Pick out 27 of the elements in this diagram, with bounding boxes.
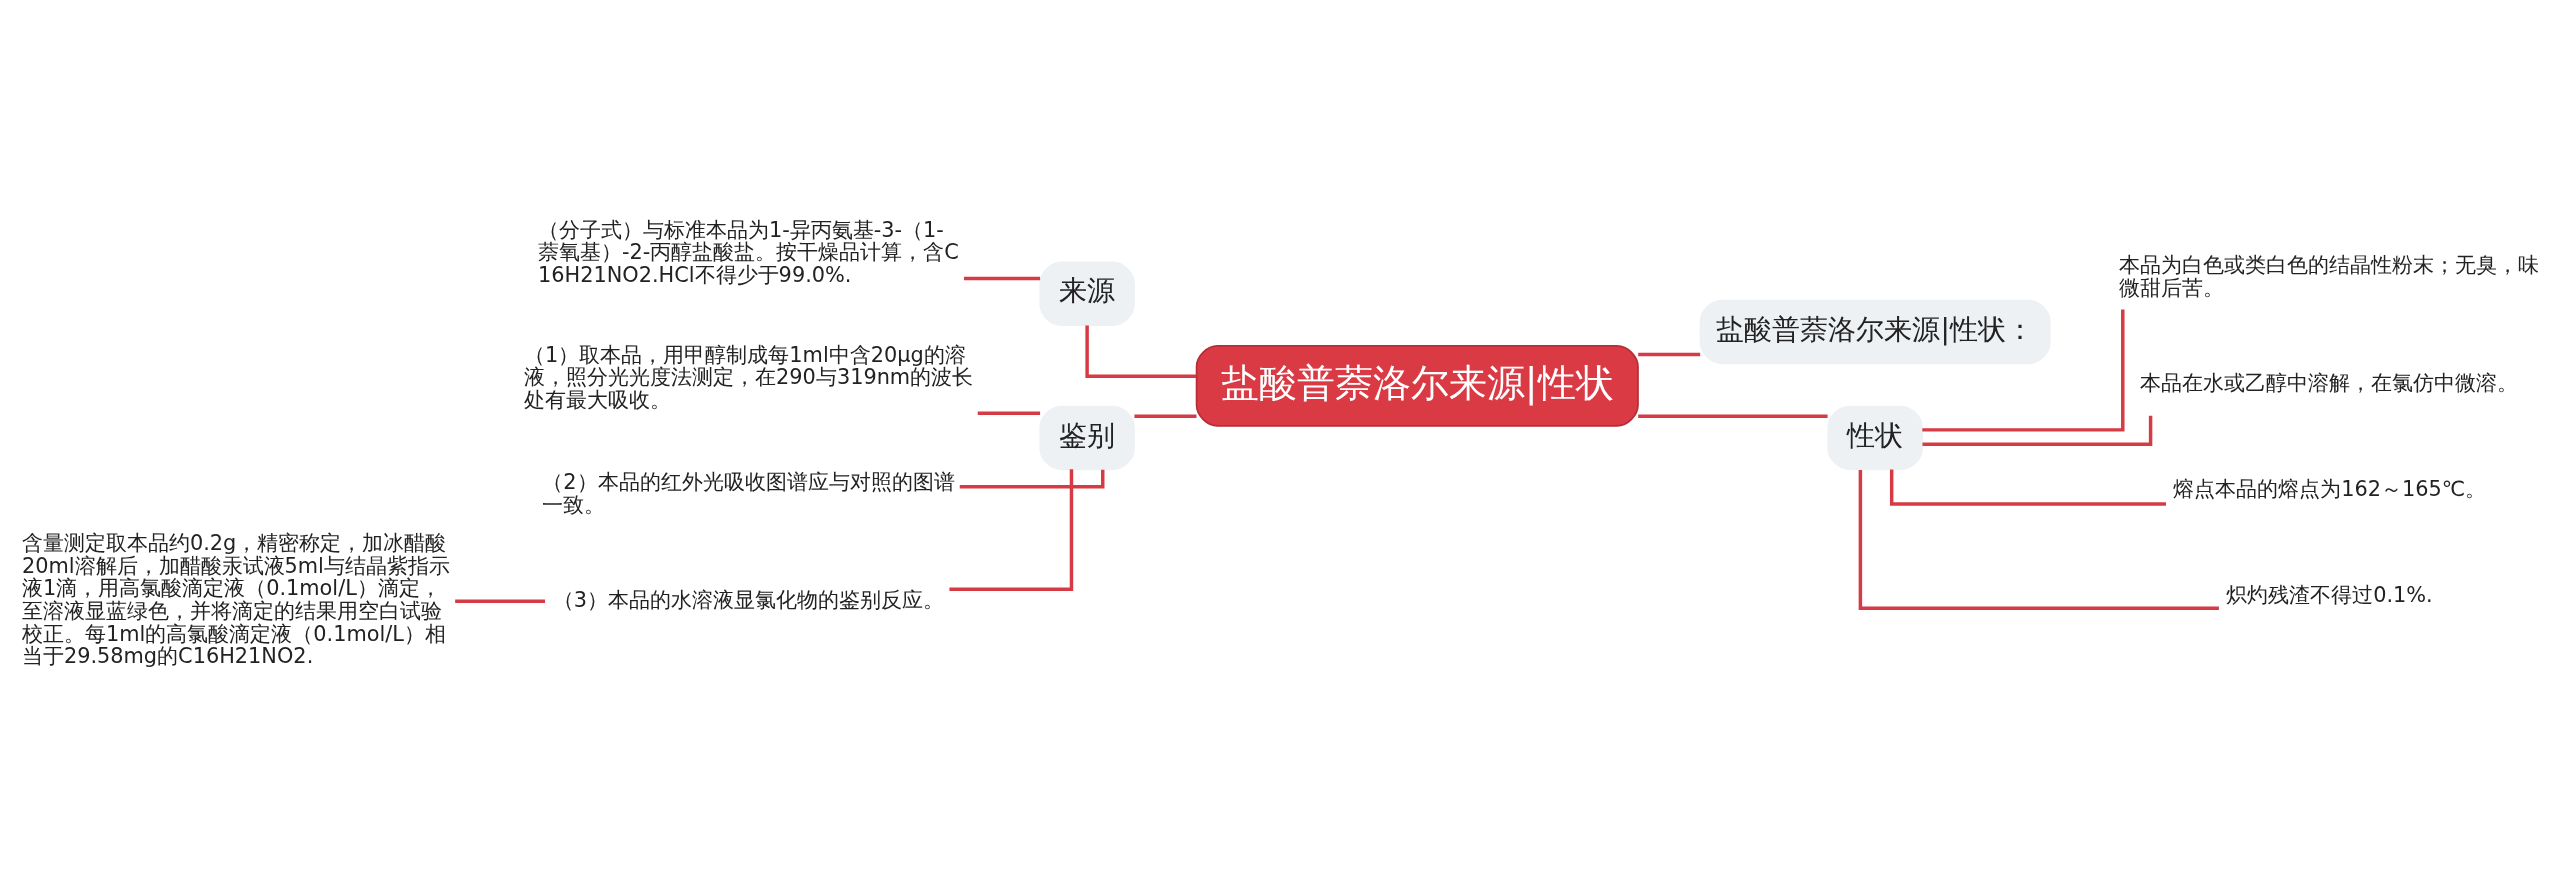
node-box: 盐酸普萘洛尔来源|性状	[1195, 345, 1639, 427]
connector	[949, 469, 1074, 591]
connector	[1922, 415, 2153, 447]
node-box: 鉴别	[1039, 405, 1135, 471]
node-text: 炽灼残渣不得过0.1%.	[2226, 582, 2433, 607]
connector	[1134, 414, 1197, 418]
connector	[455, 599, 545, 604]
node-text: 本品在水或乙醇中溶解，在氯仿中微溶。	[2140, 370, 2519, 395]
node-box: 性状	[1827, 405, 1923, 471]
connector	[959, 469, 1105, 489]
node-text: （2）本品的红外光吸收图谱应与对照的图谱一致。	[542, 470, 955, 518]
connector	[1858, 470, 2219, 610]
node-box: 来源	[1039, 261, 1135, 326]
node-text: （分子式）与标准本品为1-异丙氨基-3-（1-萘氧基）-2-丙醇盐酸盐。按干燥品计算，含C16H21NO2.HCl不得少于99.0%.	[538, 217, 959, 287]
connector	[1922, 309, 2125, 432]
node-text: 本品为白色或类白色的结晶性粉末；无臭，味微甜后苦。	[2119, 253, 2540, 300]
node-box: 盐酸普萘洛尔来源|性状：	[1699, 299, 2051, 365]
node-text: 含量测定取本品约0.2g，精密称定，加冰醋酸20ml溶解后，加醋酸汞试液5ml与结晶紫指示液1滴，用高氯酸滴定液（0.1mol/L）滴定，至溶液显蓝绿色，并将滴定的结果用空白试验校正。每1ml的高氯酸滴定液（0.1mol/L）相当于29.58mg的C16H21NO2.	[21, 531, 450, 669]
node-text: （1）取本品，用甲醇制成每1ml中含20μg的溶液，照分光光度法测定，在290与319nm的波长处有最大吸收。	[524, 342, 974, 412]
connector	[977, 411, 1041, 415]
connector	[1638, 414, 1828, 418]
connector	[964, 276, 1041, 281]
connector	[1889, 469, 2166, 506]
connector	[1085, 325, 1197, 379]
node-text: 熔点本品的熔点为162～165℃。	[2173, 476, 2487, 501]
connector	[1638, 352, 1701, 357]
node-text: （3）本品的水溶液显氯化物的鉴别反应。	[552, 587, 945, 612]
